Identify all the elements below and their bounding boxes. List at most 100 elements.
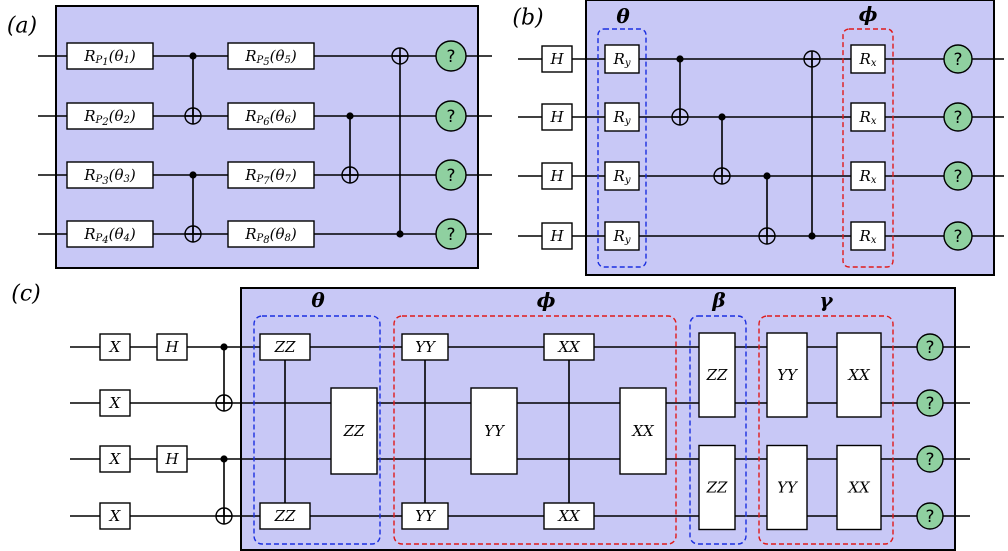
h-gate-box (156, 445, 188, 473)
control-dot (808, 232, 816, 240)
rx-gate-label: Rx (859, 227, 877, 246)
group-phi-box (842, 28, 894, 268)
ry-gate-label: Ry (613, 108, 631, 127)
group-phi-label: ϕ (859, 2, 878, 26)
rp-gate-label: RP5(θ5) (244, 47, 297, 68)
measurement-symbol: ? (446, 225, 455, 245)
panel-b-label: (b) (512, 6, 543, 31)
xx-gate-box (543, 502, 595, 530)
rp-gate-box (227, 220, 315, 248)
measurement-symbol: ? (446, 47, 455, 67)
ry-gate-box (604, 102, 640, 132)
xx-gate-label: XX (557, 507, 581, 525)
zz-gate-label: ZZ (706, 479, 728, 497)
yy-gate-label: YY (777, 479, 799, 497)
panel-a-label: (a) (7, 14, 37, 39)
measurement-symbol: ? (953, 50, 962, 70)
measurement-icon (916, 445, 944, 473)
rp-gate-box (66, 42, 154, 70)
measurement-symbol: ? (925, 450, 934, 470)
group-phi-box (393, 315, 677, 545)
x-gate-label: X (109, 450, 122, 468)
h-gate-box (156, 333, 188, 361)
group-beta-box (689, 315, 747, 545)
measurement-symbol: ? (446, 166, 455, 186)
rp-gate-label: RP3(θ3) (83, 166, 136, 187)
control-dot (763, 172, 771, 180)
panel-a: (a) RP1(θ1) RP2(θ2) RP3(θ3) RP4(θ4) RP5(θ5) RP… (7, 5, 492, 269)
measurement-symbol: ? (953, 108, 962, 128)
group-gamma-label: γ (819, 288, 833, 312)
x-gate-box (99, 445, 131, 473)
hadamard-gate-label: H (549, 108, 564, 126)
hadamard-gate-label: H (549, 167, 564, 185)
measurement-icon (435, 218, 467, 250)
rx-gate-box (850, 44, 886, 74)
yy-gate-label: YY (484, 422, 506, 440)
xx-gate-box (836, 332, 882, 418)
rp-gate-box (227, 102, 315, 130)
xx-gate-label: XX (847, 479, 871, 497)
x-gate-box (99, 333, 131, 361)
hadamard-gate-label: H (549, 227, 564, 245)
xx-gate-box (543, 333, 595, 361)
zz-gate-label: ZZ (274, 338, 296, 356)
h-gate-label: H (164, 338, 179, 356)
x-gate-label: X (109, 394, 122, 412)
zz-gate-label: ZZ (274, 507, 296, 525)
measurement-icon (435, 100, 467, 132)
control-dot (718, 113, 726, 121)
measurement-icon (943, 161, 973, 191)
panel-b-background (585, 0, 995, 276)
measurement-icon (435, 40, 467, 72)
rp-gate-label: RP1(θ1) (83, 47, 136, 68)
zz-gate-box (698, 332, 736, 418)
xx-gate-label: XX (631, 422, 655, 440)
ry-gate-label: Ry (613, 227, 631, 246)
control-dot (676, 55, 684, 63)
group-theta-box (253, 315, 381, 545)
control-dot (189, 52, 197, 60)
rx-gate-box (850, 221, 886, 251)
zz-gate-box (259, 502, 311, 530)
measurement-icon (916, 333, 944, 361)
measurement-symbol: ? (925, 338, 934, 358)
group-theta-label: θ (616, 4, 630, 28)
yy-gate-box (766, 332, 808, 418)
rp-gate-label: RP4(θ4) (83, 225, 136, 246)
measurement-symbol: ? (925, 507, 934, 527)
measurement-icon (943, 102, 973, 132)
group-phi-label: ϕ (537, 288, 556, 312)
zz-gate-box (698, 444, 736, 531)
rx-gate-label: Rx (859, 167, 877, 186)
rp-gate-box (66, 220, 154, 248)
ry-gate-label: Ry (613, 50, 631, 69)
measurement-symbol: ? (446, 107, 455, 127)
xx-gate-box (836, 444, 882, 531)
group-beta-label: β (711, 288, 725, 312)
zz-gate-box (259, 333, 311, 361)
yy-gate-box (470, 387, 518, 475)
rx-gate-box (850, 161, 886, 191)
measurement-icon (435, 159, 467, 191)
xx-gate-label: XX (847, 366, 871, 384)
group-theta-label: θ (311, 288, 325, 312)
group-gamma-box (758, 315, 894, 545)
hadamard-gate-box (541, 45, 573, 73)
measurement-icon (943, 221, 973, 251)
zz-gate-label: ZZ (706, 366, 728, 384)
measurement-symbol: ? (953, 227, 962, 247)
x-gate-box (99, 502, 131, 530)
rp-gate-label: RP8(θ8) (244, 225, 297, 246)
control-dot (346, 112, 354, 120)
control-dot (189, 171, 197, 179)
rp-gate-box (227, 161, 315, 189)
rp-gate-label: RP2(θ2) (83, 107, 136, 128)
rp-gate-box (227, 42, 315, 70)
panel-c-label: (c) (11, 282, 41, 307)
measurement-icon (916, 389, 944, 417)
rp-gate-box (66, 161, 154, 189)
